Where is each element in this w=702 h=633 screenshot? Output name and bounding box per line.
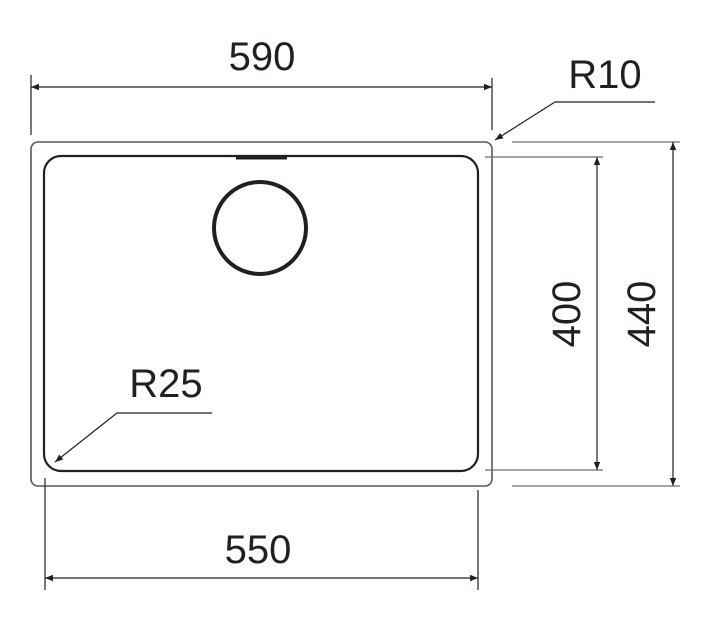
dimension-440: 440 <box>512 141 680 487</box>
sink-bowl-outline <box>42 154 480 473</box>
drain-hole <box>212 180 308 276</box>
dimension-590: 590 <box>30 35 493 135</box>
radius-label-r25: R25 <box>129 362 202 406</box>
dimension-400: 400 <box>485 156 603 471</box>
radius-label-r10: R10 <box>568 53 641 97</box>
radius-r10: R10 <box>494 53 655 141</box>
dimension-label-590: 590 <box>229 35 296 79</box>
radius-r25: R25 <box>54 362 212 463</box>
dimension-label-440: 440 <box>620 281 664 348</box>
dimension-label-550: 550 <box>225 528 292 572</box>
sink-outer-outline <box>30 141 493 487</box>
dimension-label-400: 400 <box>545 281 589 348</box>
dimension-550: 550 <box>44 478 479 590</box>
